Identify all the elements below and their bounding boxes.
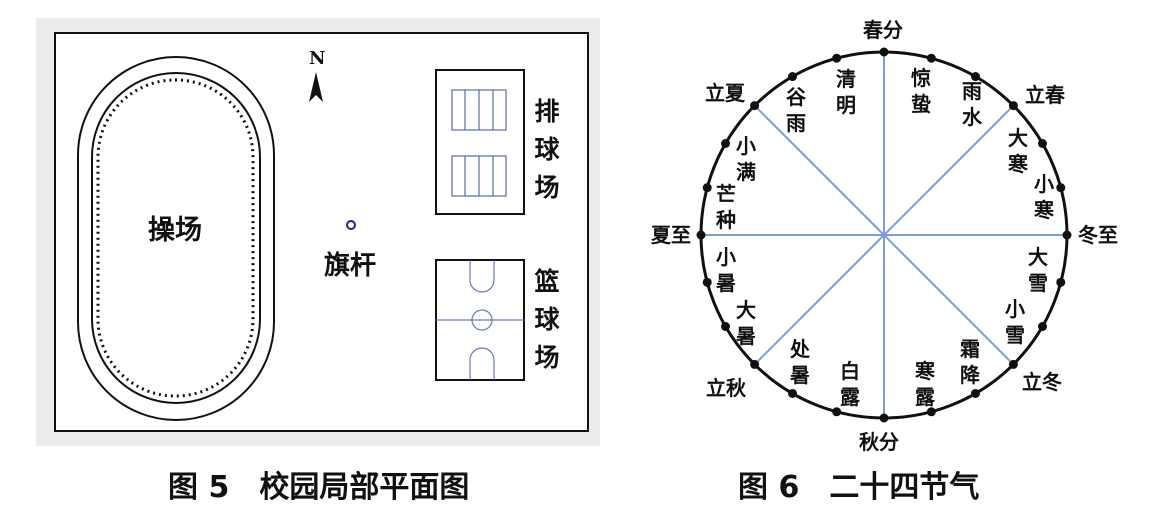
volleyball-court-frame [435,69,525,215]
season-divider-line [883,234,1015,366]
track-dotted-lane [96,78,255,398]
solar-term-dot [696,230,706,240]
track-inner [91,72,261,404]
solar-term-label: 小暑 [716,245,736,295]
season-divider-line [753,104,885,236]
solar-term-label: 大雪 [1028,245,1048,295]
solar-term-label: 立夏 [705,81,745,105]
solar-term-dot [1037,139,1047,148]
solar-term-label: 大寒 [1008,126,1028,176]
solar-term-label: 谷雨 [786,85,806,135]
solar-term-dot [1037,322,1047,331]
solar-term-dot [750,101,760,111]
solar-term-dot [1008,359,1018,369]
solar-term-dot [702,183,712,193]
north-label: N [309,48,326,69]
playground-label: 操场 [148,215,202,246]
fig5-caption: 图 5 校园局部平面图 [168,470,470,505]
basketball-key-bottom [469,347,495,380]
solar-term-label: 小寒 [1034,172,1054,222]
solar-term-dot [1008,101,1018,111]
solar-term-label: 小满 [736,134,756,184]
solar-term-label: 立秋 [706,376,746,400]
solar-term-label: 冬至 [1078,223,1118,247]
solar-term-label: 春分 [863,18,903,42]
basketball-key-top [469,260,495,293]
solar-term-label: 白露 [840,359,860,409]
solar-term-label: 雨水 [962,79,982,129]
volleyball-char: 场 [534,173,560,202]
flagpole-marker-icon [346,220,356,230]
basketball-char: 场 [534,343,560,372]
solar-term-dot [750,359,760,369]
volleyball-char: 排 [534,97,560,126]
solar-term-dot [788,388,797,398]
north-arrow-icon [309,72,323,102]
solar-term-dot [832,407,842,417]
solar-term-dot [879,413,889,423]
solar-term-dot [788,72,797,82]
season-divider-line [883,104,1015,236]
solar-term-dot [879,47,889,57]
solar-term-label: 小雪 [1005,297,1025,347]
track-outer [77,56,275,421]
basketball-center-circle [471,309,493,331]
solar-term-dot [1062,230,1072,240]
solar-term-dot [1056,183,1066,193]
solar-term-dot [926,53,936,63]
season-divider-line [753,234,885,366]
flagpole-label: 旗杆 [324,251,377,281]
solar-term-dot [926,407,936,417]
solar-term-dot [971,388,980,398]
solar-term-dot [1056,277,1066,287]
solar-term-dot [971,72,980,82]
solar-term-label: 秋分 [859,430,899,454]
solar-term-dot [702,277,712,287]
solar-term-dot [721,322,731,331]
solar-term-label: 大暑 [736,298,756,348]
solar-term-label: 芒种 [716,182,736,232]
basketball-char: 篮 [534,267,560,296]
solar-term-label: 立春 [1025,83,1065,107]
solar-term-label: 处暑 [790,337,810,387]
basketball-char: 球 [534,305,560,334]
solar-term-label: 霜降 [960,337,980,387]
solar-term-dot [721,139,731,148]
fig6-caption: 图 6 二十四节气 [738,470,980,505]
solar-term-label: 夏至 [651,223,691,247]
solar-term-label: 惊蛰 [911,66,931,116]
solar-term-label: 清明 [836,67,856,117]
solar-term-dot [832,53,842,63]
volleyball-char: 球 [534,135,560,164]
solar-term-label: 寒露 [915,359,935,409]
solar-term-label: 立冬 [1022,370,1062,394]
